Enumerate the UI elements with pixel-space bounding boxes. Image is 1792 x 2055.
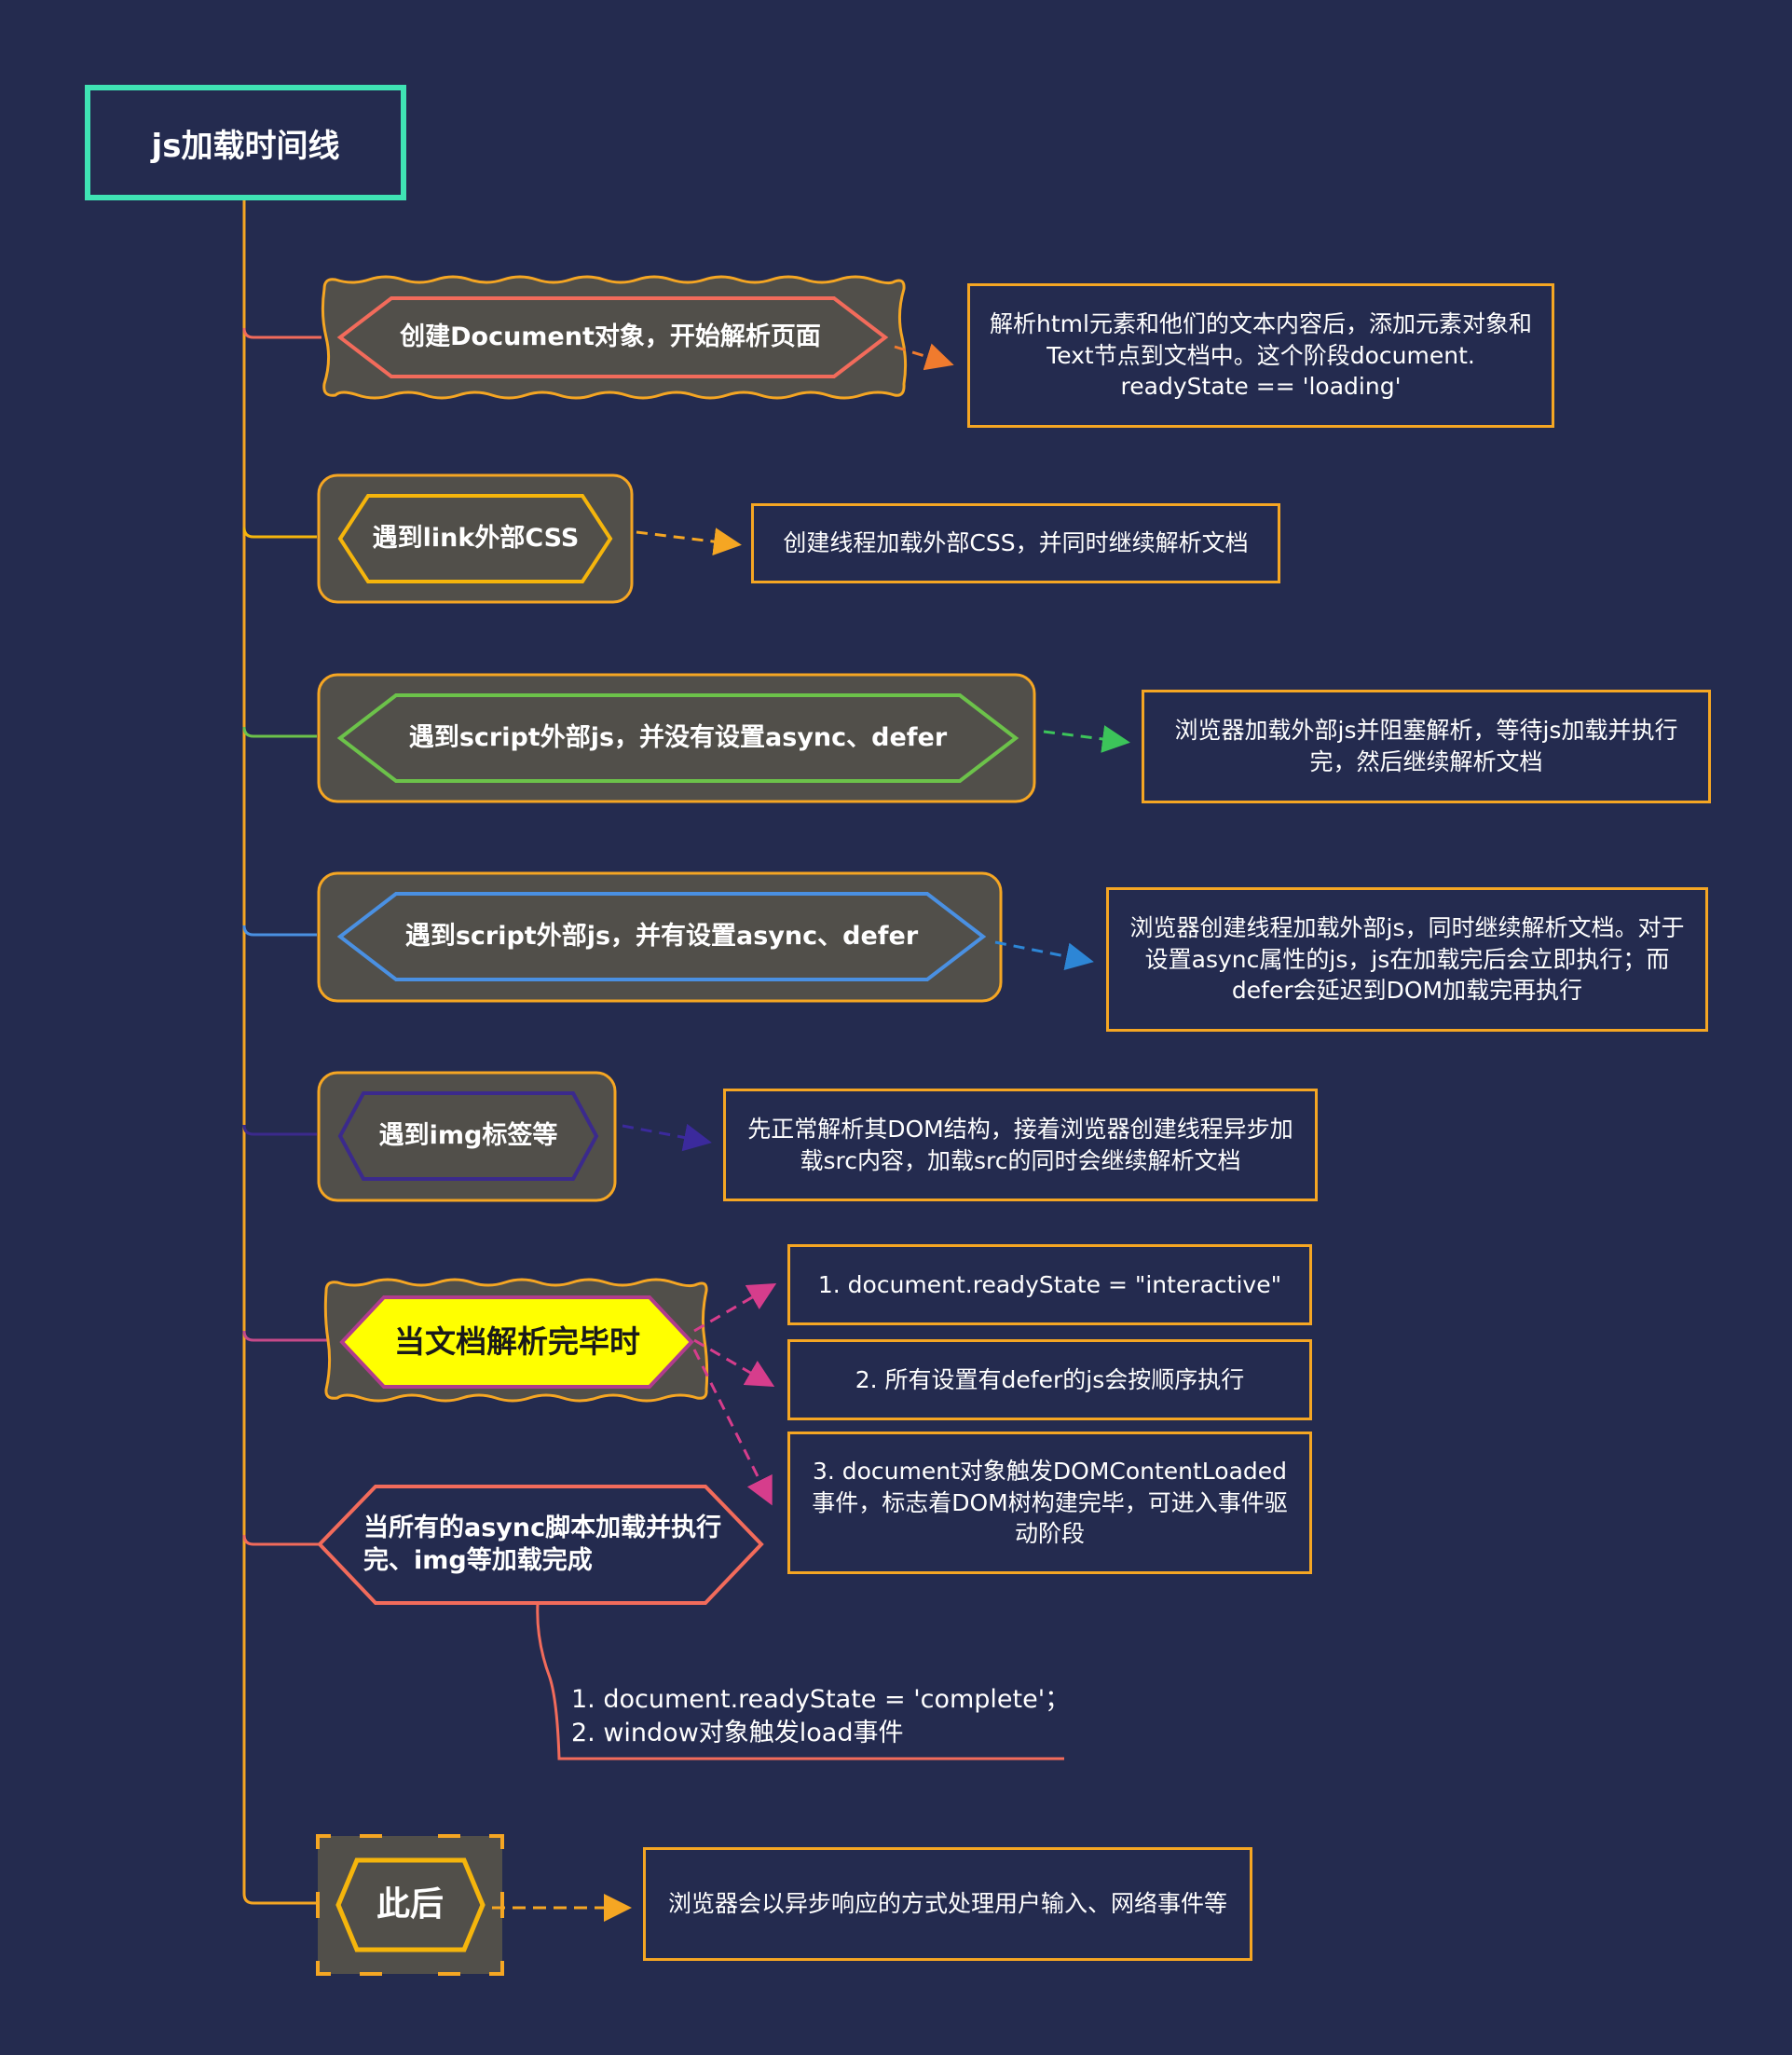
node-8-frame-corners (316, 1834, 504, 1976)
node-7-note-1: 1. document.readyState = 'complete'； (571, 1685, 1071, 1714)
node-4-label: 遇到script外部js，并有设置async、defer (404, 922, 919, 952)
arrow-6a (693, 1282, 777, 1333)
node-5-label: 遇到img标签等 (378, 1121, 558, 1151)
node-2-label: 遇到link外部CSS (372, 524, 580, 554)
arrow-4 (994, 940, 1094, 971)
branch-6 (242, 1330, 328, 1342)
arrow-6b (693, 1338, 775, 1388)
node-5-hexagon (337, 1091, 599, 1181)
branch-1 (242, 327, 321, 339)
desc-box-1: 解析html元素和他们的文本内容后，添加元素对象和Text节点到文档中。这个阶段… (967, 283, 1554, 428)
desc-box-3: 浏览器加载外部js并阻塞解析，等待js加载并执行完，然后继续解析文档 (1142, 690, 1711, 803)
branch-2 (242, 527, 317, 539)
arrow-1 (894, 343, 954, 371)
node-2-hexagon (337, 494, 613, 583)
node-7-label: 当所有的async脚本加载并执行完、img等加载完成 (363, 1513, 722, 1575)
desc-box-8: 浏览器会以异步响应的方式处理用户输入、网络事件等 (643, 1847, 1252, 1961)
node-7-hexagon (317, 1485, 764, 1605)
timeline-trunk (242, 200, 321, 1905)
node-1-label: 创建Document对象，开始解析页面 (400, 322, 821, 352)
node-8-hexagon (335, 1857, 486, 1952)
node-6-hexagon (339, 1295, 694, 1389)
node-8-label: 此后 (376, 1884, 444, 1924)
node-6-label: 当文档解析完毕时 (394, 1322, 640, 1360)
branch-5 (242, 1124, 317, 1136)
branch-4 (242, 925, 317, 937)
desc-box-6a: 1. document.readyState = "interactive" (787, 1244, 1312, 1325)
arrow-5 (622, 1123, 712, 1152)
desc-box-5: 先正常解析其DOM结构，接着浏览器创建线程异步加载src内容，加载src的同时会… (723, 1089, 1318, 1201)
diagram-title: js加载时间线 (85, 85, 406, 200)
branch-3 (242, 726, 317, 738)
desc-box-6b: 2. 所有设置有defer的js会按顺序执行 (787, 1339, 1312, 1420)
desc-box-4: 浏览器创建线程加载外部js，同时继续解析文档。对于设置async属性的js，js… (1106, 887, 1708, 1032)
branch-7 (242, 1534, 319, 1546)
node-7-note-2: 2. window对象触发load事件 (571, 1719, 904, 1747)
node-4-hexagon (336, 892, 987, 981)
node-3-label: 遇到script外部js，并没有设置async、defer (408, 723, 948, 753)
arrow-3 (1043, 725, 1130, 753)
desc-box-2: 创建线程加载外部CSS，并同时继续解析文档 (751, 503, 1280, 583)
node-1-hexagon (336, 296, 889, 378)
arrow-6c (692, 1349, 773, 1506)
arrow-2 (636, 527, 742, 555)
node-7-leader (536, 1602, 1064, 1760)
desc-box-6c: 3. document对象触发DOMContentLoaded事件，标志着DOM… (787, 1432, 1312, 1574)
node-3-hexagon (336, 693, 1019, 783)
